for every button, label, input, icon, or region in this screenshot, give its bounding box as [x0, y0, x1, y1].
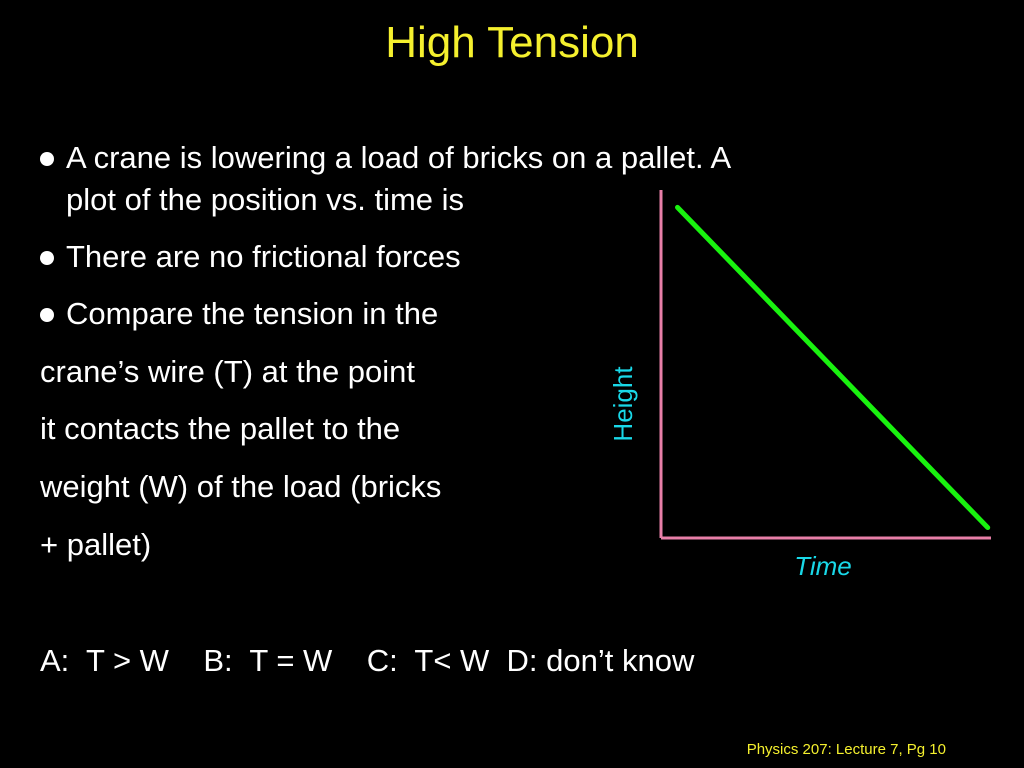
bullet-dot-icon — [40, 251, 54, 265]
bullet-text: Compare the tension in the — [66, 296, 439, 331]
continuation-line: + pallet) — [40, 527, 152, 562]
continuation-line: it contacts the pallet to the — [40, 411, 401, 446]
y-axis-label: Height — [608, 366, 638, 442]
bullet-item-crane: A crane is lowering a load of bricks on … — [40, 137, 731, 221]
bullet-text: There are no frictional forces — [66, 239, 461, 274]
series-layer — [675, 204, 991, 531]
continuation-line: weight (W) of the load (bricks — [40, 469, 442, 504]
page-title: High Tension — [385, 18, 639, 67]
x-axis-label: Time — [794, 551, 852, 581]
bullet-item-compare: Compare the tension in the — [40, 293, 438, 335]
answer-choices: A: T > W B: T = W C: T< W D: don’t know — [40, 643, 695, 678]
bullet-line: A crane is lowering a load of bricks on … — [66, 140, 732, 175]
continuation-line: crane’s wire (T) at the point — [40, 354, 416, 389]
bullet-text: A crane is lowering a load of bricks on … — [66, 137, 731, 221]
footer-page-info: Physics 207: Lecture 7, Pg 10 — [746, 741, 946, 758]
bullet-line: plot of the position vs. time is — [66, 182, 465, 217]
height-series-line — [675, 204, 991, 531]
bullet-dot-icon — [40, 152, 54, 166]
bullet-dot-icon — [40, 308, 54, 322]
bullet-item-friction: There are no frictional forces — [40, 236, 461, 278]
